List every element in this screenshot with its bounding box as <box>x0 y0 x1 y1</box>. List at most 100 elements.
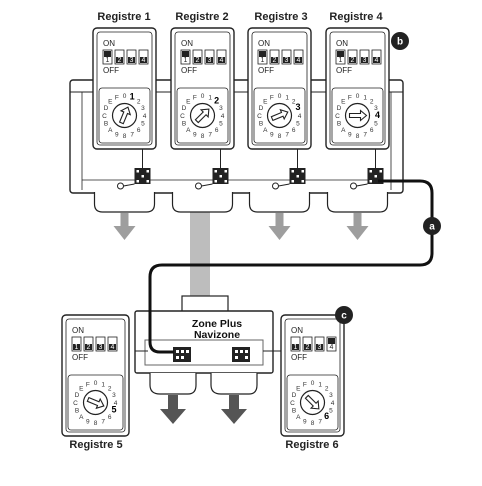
dip-on-label: ON <box>103 39 115 48</box>
terminal-pin <box>235 356 238 359</box>
dial-digit: A <box>263 127 268 134</box>
terminal-pin <box>176 356 179 359</box>
dial-digit: 8 <box>278 133 282 140</box>
controller-top-tab <box>181 295 229 313</box>
dip-switch-knob <box>349 57 356 63</box>
dial-digit: 8 <box>94 420 98 427</box>
dial-digit: D <box>104 105 109 112</box>
dial-digit: 8 <box>356 133 360 140</box>
dip-switch-knob <box>109 344 116 350</box>
register-5-label: Registre 5 <box>69 439 122 451</box>
dial-digit: 4 <box>114 400 118 407</box>
dial-digit: A <box>296 414 301 421</box>
dial-digit: 1 <box>318 381 322 388</box>
dial-digit: 5 <box>141 120 145 127</box>
dip-switch-knob <box>259 51 266 57</box>
duct-collar <box>93 192 156 213</box>
dial-digit: 3 <box>329 392 333 399</box>
register-2-label: Registre 2 <box>175 11 228 23</box>
dip-switch-number: 1 <box>75 344 79 351</box>
dip-switch-knob <box>316 344 323 350</box>
airflow-arrow-icon <box>268 213 291 240</box>
outlet-collar-left <box>149 373 197 395</box>
actuator-pivot <box>350 182 357 190</box>
dial-digit: F <box>270 94 274 101</box>
dial-digit: 6 <box>137 127 141 134</box>
dial-digit: 0 <box>94 380 98 387</box>
terminal-pin <box>240 350 243 353</box>
dial-digit: 6 <box>292 127 296 134</box>
actuator-arm <box>356 183 368 187</box>
dip-switch-knob <box>97 344 104 350</box>
dial-digit: B <box>182 120 186 127</box>
dip-switch-number: 2 <box>196 57 200 64</box>
terminal-pin <box>146 180 149 183</box>
airflow-arrow-icon <box>346 213 369 240</box>
terminal-block <box>173 347 191 362</box>
dial-digit: 1 <box>363 94 367 101</box>
terminal-pin <box>374 175 377 178</box>
badge-c: c <box>335 306 353 324</box>
badge-b: b <box>391 32 409 50</box>
dip-switch-knob <box>271 57 278 63</box>
badge-a: a <box>423 217 441 235</box>
dip-on-label: ON <box>336 39 348 48</box>
actuator-pivot <box>195 182 202 190</box>
dial-digit: 3 <box>219 105 223 112</box>
dip-switch-number: 4 <box>375 57 379 64</box>
dip-switch-knob <box>194 57 201 63</box>
dip-switch-knob <box>337 51 344 57</box>
dial-digit: A <box>186 127 191 134</box>
dip-switch-number: 4 <box>330 344 334 351</box>
dial-digit: 9 <box>348 131 352 138</box>
dip-switch-number: 1 <box>184 57 188 64</box>
dial-digit: E <box>186 99 191 106</box>
dial-digit: 2 <box>370 99 374 106</box>
dip-off-label: OFF <box>181 66 197 75</box>
dial-digit: E <box>79 386 84 393</box>
dip-on-label: ON <box>258 39 270 48</box>
terminal-pin <box>301 180 304 183</box>
outlet-arrow-right <box>221 395 247 424</box>
dial-digit: A <box>108 127 113 134</box>
outlet-arrow-left <box>160 395 186 424</box>
dial-digit: C <box>180 113 185 120</box>
dial-digit: 8 <box>201 133 205 140</box>
dial-digit: 5 <box>374 120 378 127</box>
panel-inner-frame <box>174 31 231 146</box>
dial-digit: 7 <box>363 131 367 138</box>
badge-b-label: b <box>397 37 403 48</box>
dip-switch-number: 2 <box>306 344 310 351</box>
dial-digit: D <box>337 105 342 112</box>
rotary-pointer-icon <box>348 109 368 122</box>
badge-c-label: c <box>341 311 347 322</box>
dip-switch-knob <box>295 57 302 63</box>
dial-digit: F <box>86 381 90 388</box>
dial-digit: F <box>193 94 197 101</box>
dial-digit: E <box>341 99 346 106</box>
rotary-pointer-icon <box>86 396 105 410</box>
dip-off-label: OFF <box>103 66 119 75</box>
dial-digit: 2 <box>137 99 141 106</box>
dip-switch-knob <box>373 57 380 63</box>
dial-digit: 6 <box>370 127 374 134</box>
terminal-pin <box>224 170 227 173</box>
rotary-pointer-icon <box>304 394 320 410</box>
badge-c-circle <box>335 306 353 324</box>
dial-digit: 6 <box>108 414 112 421</box>
dip-switch-number: 3 <box>318 344 322 351</box>
terminal-pin <box>245 350 248 353</box>
dial-digit: F <box>348 94 352 101</box>
dial-digit: E <box>263 99 268 106</box>
dial-digit: 4 <box>298 113 302 120</box>
dial-digit: 9 <box>86 418 90 425</box>
actuator-pivot <box>117 182 124 190</box>
dial-digit: C <box>102 113 107 120</box>
dial-digit: 9 <box>193 131 197 138</box>
dip-switch-knob <box>206 57 213 63</box>
terminal-pin <box>369 180 372 183</box>
dial-digit: 0 <box>278 93 282 100</box>
dial-digit: 4 <box>143 113 147 120</box>
airflow-arrow-icon <box>113 213 136 240</box>
